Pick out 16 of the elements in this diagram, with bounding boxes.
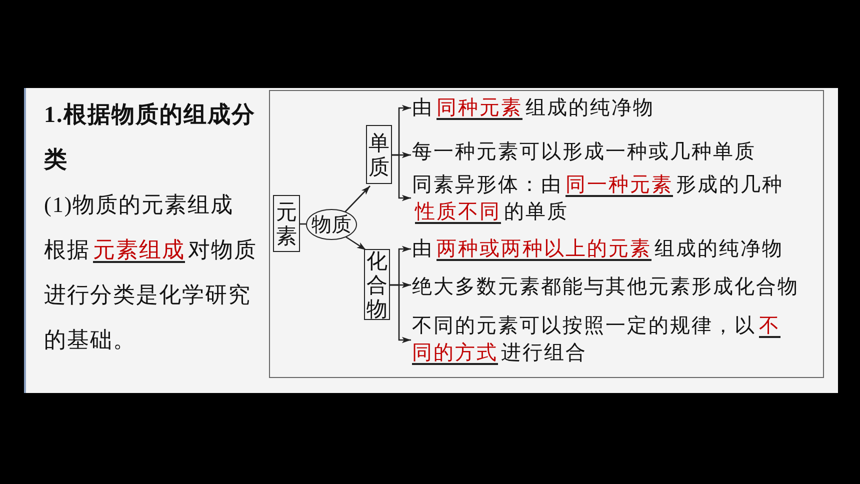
statement-text: 绝大多数元素都能与其他元素形成化合物 bbox=[412, 274, 824, 301]
concept-box: 单质 bbox=[366, 125, 392, 184]
concept-box: 化合物 bbox=[364, 249, 390, 320]
concept-box: 元素 bbox=[273, 195, 300, 252]
arrow bbox=[390, 284, 411, 344]
subheading: (1)物质的元素组成 bbox=[44, 191, 235, 219]
statement-text: 不同的元素可以按照一定的规律，以 不同的方式 进行组合 bbox=[412, 313, 790, 367]
heading: 1.根据物质的组成分类 bbox=[44, 101, 256, 174]
statement-text: 同素异形体：由 同一种元素 形成的几种 性质不同 的单质 bbox=[412, 172, 797, 226]
arrow bbox=[392, 154, 411, 202]
paragraph-text: 根据 元素组成 对物质进行分类是化学研究的基础。 bbox=[44, 236, 258, 354]
statement-text: 由 同种元素 组成的纯净物 bbox=[412, 95, 812, 122]
statement-text: 每一种元素可以形成一种或几种单质 bbox=[412, 139, 812, 166]
arrow bbox=[346, 236, 366, 251]
statement-text: 由 两种或两种以上的元素 组成的纯净物 bbox=[412, 236, 822, 263]
arrow bbox=[344, 186, 370, 212]
